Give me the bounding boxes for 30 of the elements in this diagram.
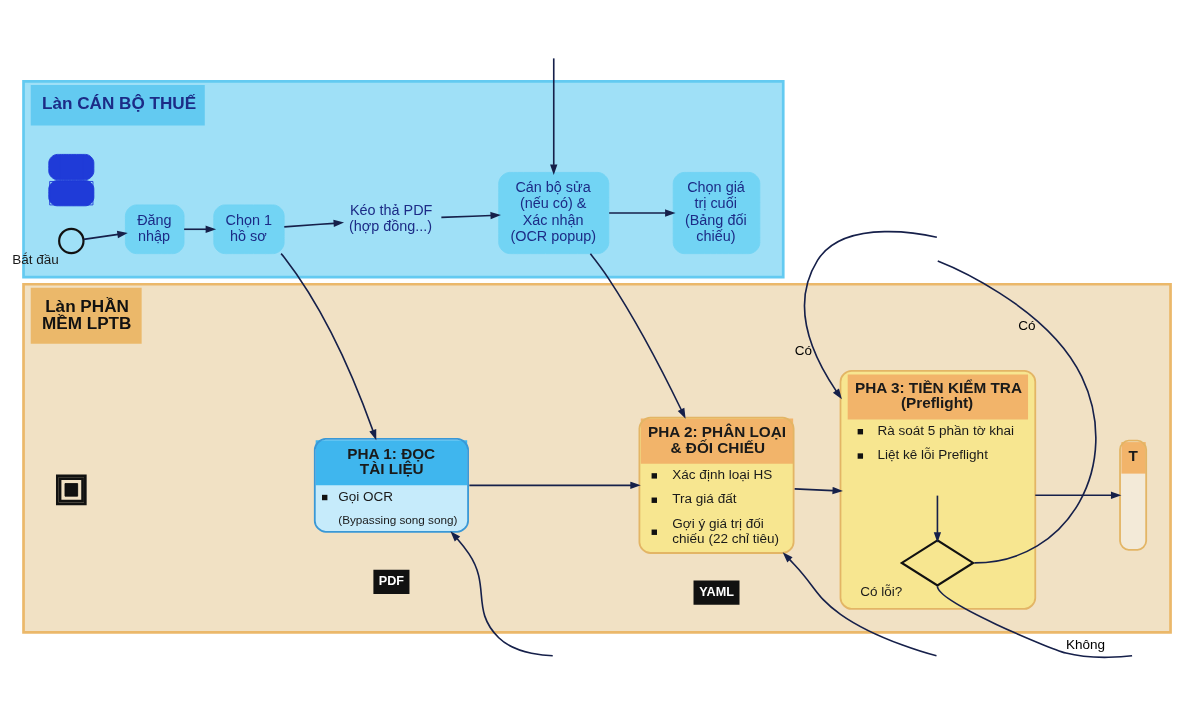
arrow	[183, 225, 217, 233]
arrow	[440, 211, 501, 219]
arrow	[793, 486, 843, 494]
edge-label: Có	[794, 342, 813, 358]
arrow	[608, 208, 676, 217]
node-box: Đăng nhập	[124, 203, 185, 254]
arrow	[803, 230, 938, 399]
arrow	[933, 494, 942, 543]
node-circle	[58, 227, 85, 254]
arrow	[82, 230, 128, 240]
arrow	[589, 252, 686, 419]
arrow	[1034, 491, 1122, 499]
edge-label: Có	[1018, 317, 1036, 333]
label: PDF	[378, 573, 405, 588]
node-box: Chọn 1 hồ sơ	[213, 203, 285, 254]
arrow	[468, 481, 641, 489]
node-label: Bắt đầu	[12, 251, 59, 267]
node-label: Có lỗi?	[860, 583, 903, 599]
arrow	[550, 57, 558, 175]
arrow	[782, 551, 938, 657]
node-box: Chọn giá trị cuối (Bảng đối chiếu)	[672, 171, 761, 254]
arrow	[280, 252, 377, 440]
connector	[936, 585, 1133, 658]
node-text: Kéo thả PDF (hợp đồng...)	[349, 201, 433, 234]
label: YAML	[699, 584, 734, 599]
arrow	[450, 530, 554, 657]
connector	[936, 259, 1097, 564]
node-box: Cán bộ sửa (nếu có) & Xác nhận (OCR popup)	[498, 171, 610, 254]
edge-label: Không	[1065, 636, 1106, 652]
arrow	[283, 219, 345, 228]
